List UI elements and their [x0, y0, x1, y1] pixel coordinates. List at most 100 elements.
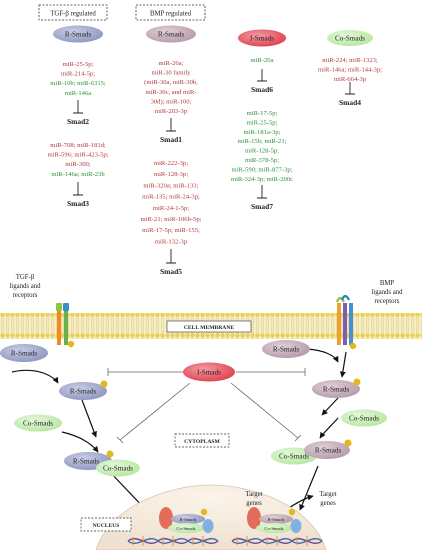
- phosphate-tgf-complex: [106, 450, 114, 458]
- co-smads-tgf-complex: [96, 459, 140, 477]
- mirna-line-smad5: miR-222-3p;: [154, 160, 188, 167]
- bmp-ligands-label-3: receptors: [375, 298, 400, 305]
- mirna-list-smad2: miR-25-5p;miR-214-5p;miR-10b; miR-6315;m…: [50, 61, 106, 97]
- r-smads-bmp-active: [312, 380, 360, 398]
- nuclear-complex-bmp: [247, 507, 302, 533]
- r-smads-tgf-inactive: [0, 344, 48, 362]
- i-smads-pill: [238, 29, 286, 47]
- mirna-line-smad7: miR-378-5p;: [245, 157, 279, 164]
- target-genes-tgf-2: genes: [246, 500, 262, 507]
- r-smads-tgf-pill-label: R-Smads: [65, 31, 92, 39]
- mirna-line-smad1: miR-203-3p: [155, 108, 188, 115]
- mirna-line-smad7: miR-324-3p; miR-200c: [231, 176, 293, 183]
- phosphate-bmp-complex: [344, 439, 352, 447]
- co-smads-bmp: [341, 409, 387, 427]
- mirna-line-smad4: miR-664-3p: [334, 76, 367, 83]
- i-smads-cytoplasm-label: I-Smads: [197, 369, 221, 377]
- r-smads-tgf-active-label: R-Smads: [70, 388, 97, 396]
- co-smads-tgf: [14, 414, 62, 432]
- phosphate-bmp: [353, 378, 361, 386]
- mirna-line-smad7: miR-128-5p;: [245, 148, 279, 155]
- nucleus: [95, 484, 327, 550]
- arrow-bmp-to-nucleus: [299, 465, 319, 511]
- mirna-line-smad7: miR-25-5p;: [247, 119, 278, 126]
- mirna-line-smad7: miR-15b; miR-21;: [238, 138, 287, 145]
- i-smads-pill-label: I-Smads: [250, 35, 274, 43]
- nuclear-r-smads-tgf-label: R-Smads: [180, 517, 197, 522]
- tgf-ligands-label-3: receptors: [13, 292, 38, 299]
- inhibition-ismad-bmp-receptor: [236, 368, 306, 376]
- target-smad7: Smad7: [251, 202, 273, 211]
- mirna-line-smad1: (miR-30a, miR-30b,: [144, 79, 198, 86]
- signaling-pathway-section: TGF-β ligands and receptors BMP ligands …: [0, 274, 422, 550]
- phosphate-tgf: [100, 380, 108, 388]
- target-smad3: Smad3: [67, 199, 89, 208]
- arrow-bmp-receptor-rsmad: [339, 351, 347, 378]
- mirna-line-smad2: miR-214-5p;: [61, 71, 95, 78]
- mirna-list-smad1: miR-26a;miR-30 family(miR-30a, miR-30b,m…: [144, 60, 198, 115]
- mirna-line-smad5: miR-17-5p; miR-155;: [142, 227, 200, 234]
- r-smads-tgf-pill: [53, 25, 103, 43]
- co-smads-tgf-label: Co-Smads: [23, 420, 53, 428]
- inhibition-smad2: [73, 100, 83, 114]
- inhibition-smad4: [345, 82, 355, 95]
- tgf-regulated-box: [38, 4, 108, 21]
- target-smad4: Smad4: [339, 98, 361, 107]
- r-smads-bmp-pill: [146, 25, 196, 43]
- mirna-line-smad4: miR-224; miR-1323;: [322, 57, 378, 64]
- mirna-list-smad6: miR-20a: [250, 57, 273, 64]
- inhibition-ismad-bmp-complex: [230, 382, 302, 442]
- mirna-list-smad4: miR-224; miR-1323;miR-146a; miR-144-3p;m…: [318, 57, 382, 83]
- nuclear-complex-tgf: [159, 507, 214, 533]
- mirna-list-smad7: miR-17-5p; miR-25-5p; miR-181a-3p; miR-15b;…: [231, 110, 293, 183]
- arrow-bmp-cosmad-join: [319, 417, 339, 439]
- i-smads-cytoplasm: [183, 362, 235, 382]
- mirna-line-smad3: miR-300;: [65, 161, 90, 168]
- mirna-line-smad1: miR-30c, and miR-: [145, 89, 196, 96]
- nuclear-co-smads-tgf-label: Co-Smads: [176, 526, 195, 531]
- mirna-line-smad2: miR-146a: [65, 90, 91, 97]
- mirna-line-smad6: miR-20a: [250, 57, 273, 64]
- r-smads-tgf-active: [59, 382, 107, 400]
- mirna-line-smad2: miR-10b; miR-6315;: [50, 80, 106, 87]
- inhibition-smad3: [73, 182, 83, 196]
- arrow-tgf-cosmad-join: [61, 431, 99, 453]
- mirna-line-smad5: miR-132-3p: [155, 238, 188, 245]
- mirna-line-smad3: miR-146a; miR-23b: [51, 171, 105, 178]
- mirna-line-smad7: miR-181a-3p;: [244, 129, 281, 136]
- nucleus-label: NUCLEUS: [93, 523, 120, 529]
- co-smads-pill: [327, 30, 373, 46]
- mirna-line-smad7: miR-17-5p;: [247, 110, 278, 117]
- mirna-line-smad3: miR-596; miR-423-5p;: [48, 152, 109, 159]
- mirna-list-smad3: miR-708; miR-181d; miR-596; miR-423-5p; mi…: [48, 142, 109, 178]
- r-smads-bmp-pill-label: R-Smads: [158, 31, 185, 39]
- inhibition-ismad-tgf-receptor: [107, 368, 183, 376]
- dna-helix-bmp: [231, 536, 323, 546]
- inhibition-smad5: [166, 249, 176, 264]
- target-smad1: Smad1: [160, 135, 182, 144]
- r-smads-bmp-inactive: [262, 340, 310, 358]
- target-genes-bmp-2: genes: [320, 500, 336, 507]
- target-genes-bmp-1: Target: [319, 491, 336, 498]
- inhibition-smad1: [166, 118, 176, 132]
- co-smads-pill-label: Co-Smads: [335, 35, 365, 43]
- r-smads-bmp-inactive-label: R-Smads: [273, 346, 300, 354]
- arrow-tgf-rsmad-down: [81, 399, 97, 438]
- inhibition-ismad-tgf-complex: [116, 382, 191, 444]
- mirna-list-smad5: miR-222-3p;miR-128-3p;miR-320a; miR-133;…: [141, 160, 202, 245]
- co-smads-tgf-complex-label: Co-Smads: [103, 465, 133, 473]
- tgf-regulated-label: TGF-β regulated: [50, 11, 96, 18]
- mirna-line-smad7: miR-590; miR-877-3p;: [232, 166, 293, 173]
- inhibition-smad6: [257, 69, 267, 82]
- bmp-regulated-label: BMP regulated: [150, 11, 192, 18]
- arrow-bmp-phosphorylation: [305, 348, 339, 363]
- bmp-receptor: [335, 294, 357, 350]
- cytoplasm-label: CYTOPLASM: [184, 439, 220, 445]
- mirna-line-smad3: miR-708; miR-181d;: [50, 142, 106, 149]
- inhibition-smad7: [257, 185, 267, 199]
- r-smads-bmp-complex: [304, 441, 350, 459]
- r-smads-tgf-complex-label: R-Smads: [73, 458, 100, 466]
- mirna-line-smad5: miR-135; miR-24-3p;: [142, 194, 200, 201]
- tgf-receptor: [56, 303, 75, 348]
